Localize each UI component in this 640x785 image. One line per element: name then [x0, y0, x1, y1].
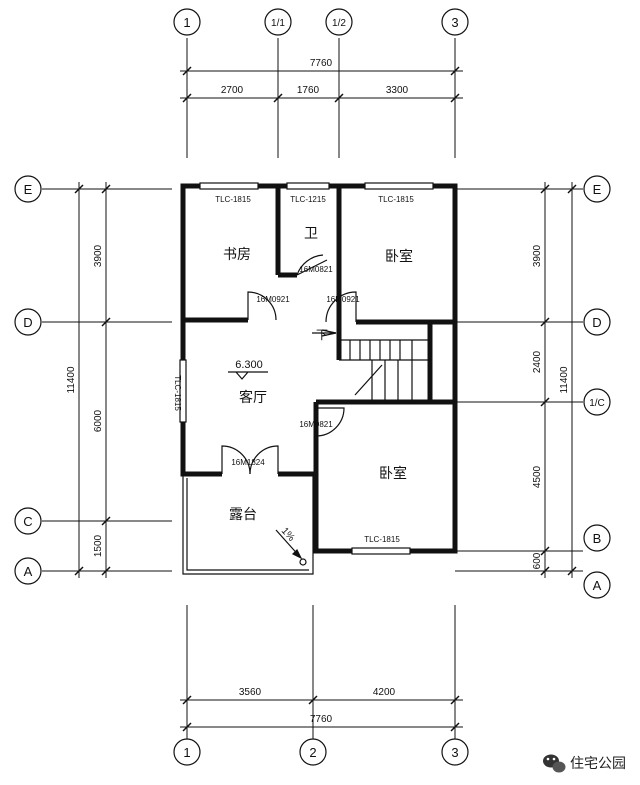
room-study: 书房 — [223, 246, 251, 262]
door-terrace-left — [221, 445, 251, 475]
dim-bottom-seg-1: 3560 — [239, 687, 262, 698]
window-bed-bottom — [351, 547, 411, 555]
dim-top-seg-1: 2700 — [221, 85, 244, 96]
dim-right-seg-4: 600 — [532, 552, 543, 569]
terrace-rail — [182, 474, 314, 575]
axis-label-top-1: 1 — [183, 15, 190, 30]
axis-bubble-top-1-1 — [264, 8, 292, 36]
axis-label-bottom-2: 2 — [309, 745, 316, 760]
axis-label-left-A: A — [24, 564, 33, 579]
axis-label-bottom-3: 3 — [451, 745, 458, 760]
axis-bubble-right-E — [583, 175, 611, 203]
watermark-text: 住宅公园 — [570, 756, 626, 772]
window-bath — [286, 182, 330, 190]
stair — [312, 329, 430, 402]
axis-label-left-D: D — [23, 315, 32, 330]
door-label-bed-top: 16M0921 — [326, 295, 360, 304]
dim-bottom-seg-2: 4200 — [373, 687, 396, 698]
slope-arrowhead — [291, 548, 303, 560]
dim-left-seg-2: 6000 — [93, 409, 104, 432]
axis-label-top-1-2: 1/2 — [332, 18, 346, 29]
stair-down-label: 下 — [316, 328, 328, 342]
dim-top-seg-3: 3300 — [386, 85, 409, 96]
axis-label-top-3: 3 — [451, 15, 458, 30]
room-terrace: 露台 — [229, 506, 257, 522]
axis-label-right-D: D — [592, 315, 601, 330]
door-bed-top — [325, 291, 357, 323]
door-label-terrace: 16M1824 — [231, 458, 265, 467]
window-study — [199, 182, 259, 190]
window-label-living: TLC-1815 — [173, 375, 182, 411]
room-bedroom-bottom: 卧室 — [379, 465, 407, 481]
dim-bottom-total: 7760 — [310, 714, 333, 725]
stair-cut-line — [354, 364, 383, 396]
wall-outer-west-lower — [180, 320, 222, 477]
dim-left-seg-3: 1500 — [93, 534, 104, 557]
axis-bubble-right-D — [583, 308, 611, 336]
wechat-icon — [543, 754, 566, 773]
axis-bubble-bottom-1 — [173, 738, 201, 766]
axis-label-right-A: A — [593, 578, 602, 593]
terrace-rail-inner — [186, 478, 309, 571]
axis-label-bottom-1: 1 — [183, 745, 190, 760]
door-label-study: 16M0921 — [256, 295, 290, 304]
window-label-bed-top: TLC-1815 — [378, 195, 414, 204]
door-study — [247, 291, 277, 321]
axis-bubble-bottom-3 — [441, 738, 469, 766]
axis-label-right-E: E — [593, 182, 602, 197]
axis-bubble-bottom-2 — [299, 738, 327, 766]
axis-bubble-left-E — [14, 175, 42, 203]
axis-bubble-left-D — [14, 308, 42, 336]
axis-bubble-left-A — [14, 557, 42, 585]
axis-label-right-1C: 1/C — [589, 398, 605, 409]
elevation-mark — [228, 371, 268, 380]
axis-bubble-top-3 — [441, 8, 469, 36]
door-label-bed-bottom: 16M0821 — [299, 420, 333, 429]
axis-label-right-B: B — [593, 531, 602, 546]
watermark: 住宅公园 — [543, 754, 626, 773]
axis-bubble-top-1 — [173, 8, 201, 36]
room-bath: 卫 — [304, 225, 318, 241]
floor-drain-icon — [299, 558, 307, 566]
room-living: 客厅 — [239, 389, 267, 405]
window-bed-top — [364, 182, 434, 190]
door-bath — [296, 254, 328, 276]
dim-right-seg-1: 3900 — [532, 244, 543, 267]
dim-top-total: 7760 — [310, 58, 333, 69]
axis-label-top-1-1: 1/1 — [271, 18, 285, 29]
dim-top-seg-2: 1760 — [297, 85, 320, 96]
dim-right-seg-3: 4500 — [532, 465, 543, 488]
window-label-bed-bottom: TLC-1815 — [364, 535, 400, 544]
slope-label: 1% — [279, 526, 297, 544]
door-label-bath: 16M0821 — [299, 265, 333, 274]
axis-label-left-C: C — [23, 514, 32, 529]
dim-left-seg-1: 3900 — [93, 244, 104, 267]
room-bedroom-top: 卧室 — [385, 248, 413, 264]
window-label-bath: TLC-1215 — [290, 195, 326, 204]
axis-bubble-right-B — [583, 524, 611, 552]
elevation-label: 6.300 — [235, 359, 263, 371]
dim-right-total: 11400 — [559, 366, 570, 394]
wall-outer-west — [180, 183, 458, 554]
dim-left-total: 11400 — [66, 366, 77, 394]
door-terrace-right — [249, 445, 279, 475]
axis-label-left-E: E — [24, 182, 33, 197]
axis-bubble-right-A — [583, 571, 611, 599]
axis-bubble-top-1-2 — [325, 8, 353, 36]
axis-bubble-right-1C — [583, 388, 611, 416]
axis-bubble-left-C — [14, 507, 42, 535]
window-label-study: TLC-1815 — [215, 195, 251, 204]
door-bed-bottom — [315, 407, 345, 437]
dim-right-seg-2: 2400 — [532, 350, 543, 373]
window-living — [179, 359, 187, 423]
